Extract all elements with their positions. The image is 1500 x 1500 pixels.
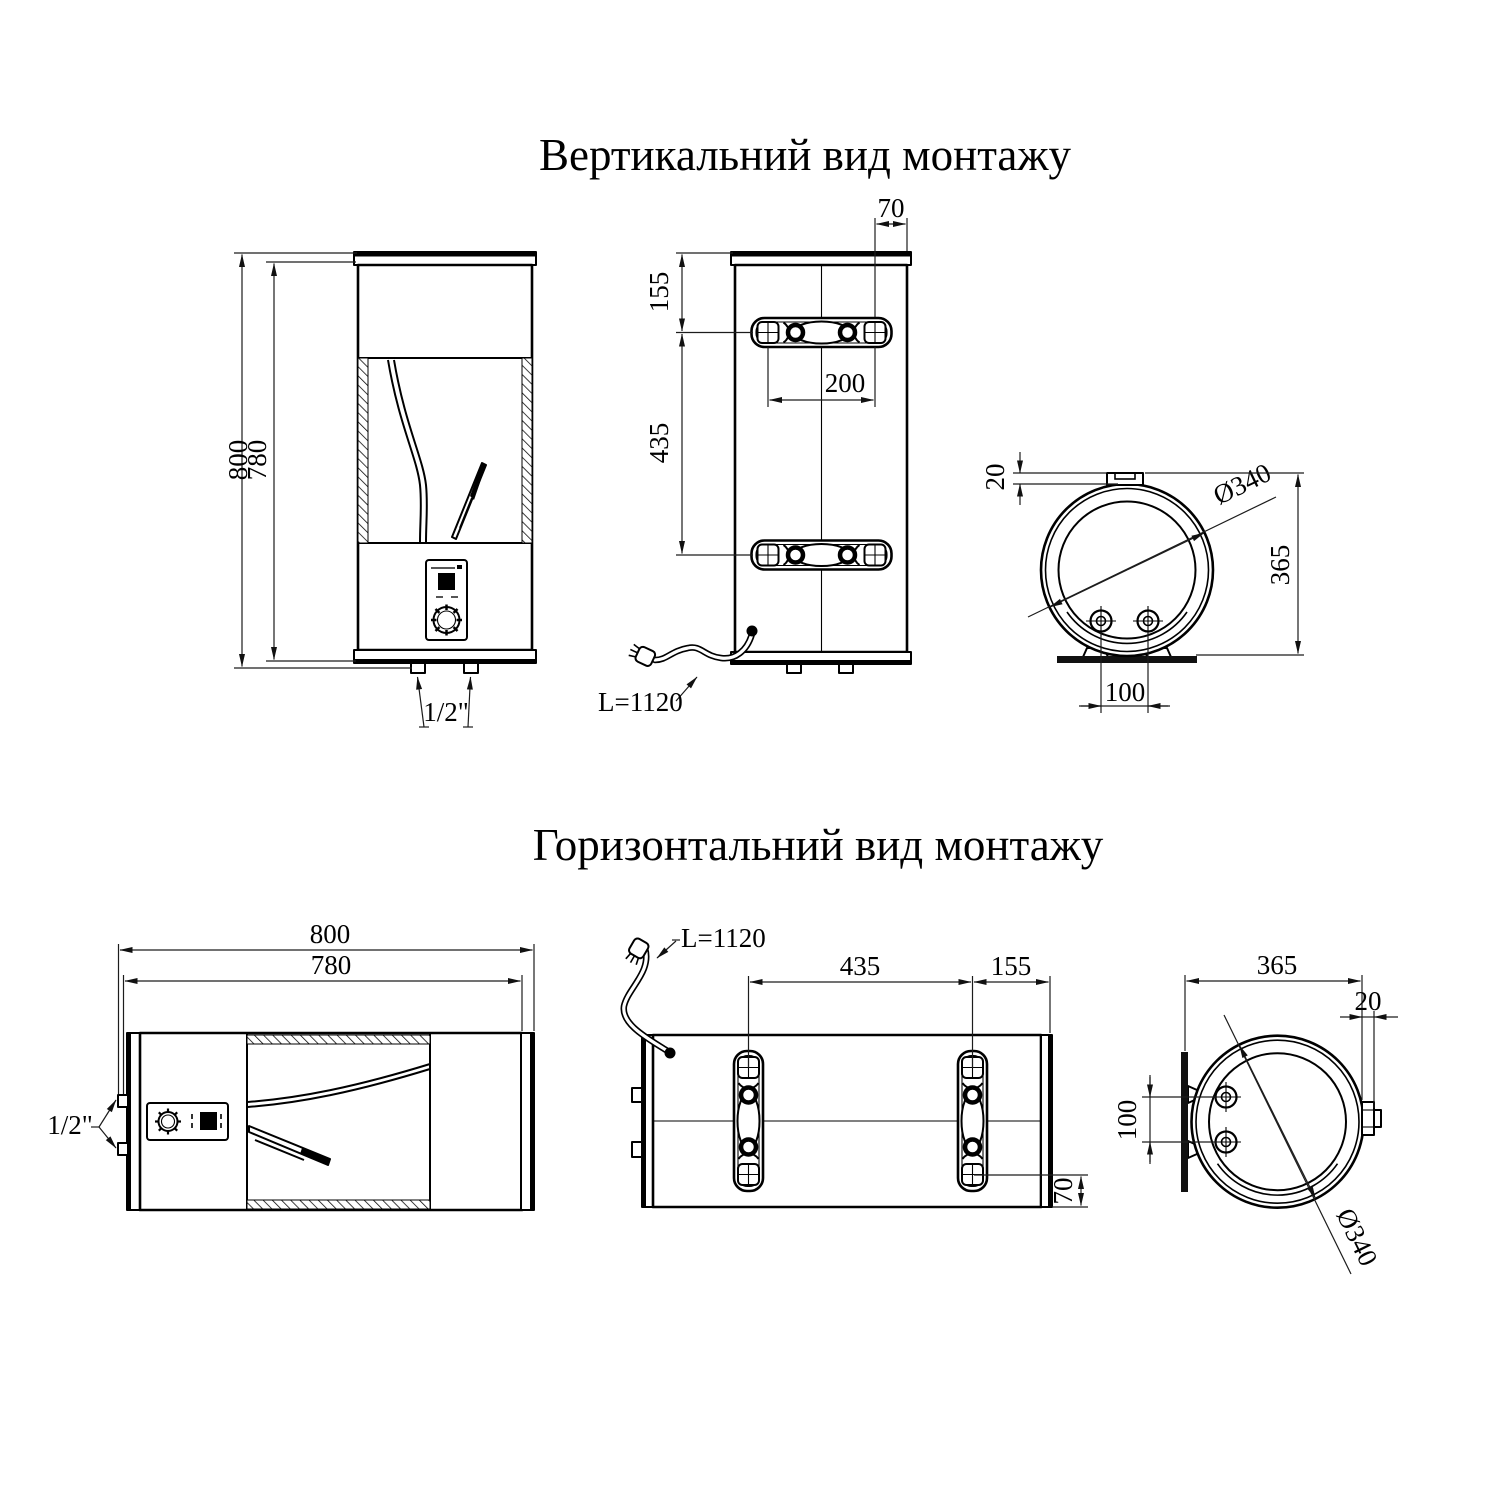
thermostat-knob <box>431 604 462 636</box>
thermostat-knob <box>155 1108 181 1135</box>
power-cable <box>620 936 676 1059</box>
inner-tube <box>387 359 428 543</box>
dim-20-stub: 20 <box>1340 986 1398 1108</box>
cutaway-hatch-right <box>521 357 533 544</box>
dim-label-70: 70 <box>1048 1178 1078 1205</box>
dim-label-365: 365 <box>1265 545 1295 586</box>
wall-plate <box>1181 1052 1188 1192</box>
control-panel <box>146 1102 229 1141</box>
horizontal-side-view: 365 20 100 Ø340 <box>1112 950 1398 1275</box>
cable-length-callout: L=1120 <box>598 676 698 717</box>
horizontal-front-view: 800 780 1/2" <box>47 919 535 1212</box>
cable-length-label: L=1120 <box>598 687 683 717</box>
display <box>438 573 455 590</box>
dim-label-70: 70 <box>878 193 905 223</box>
dim-label-435: 435 <box>840 951 881 981</box>
dim-70-offset: 70 <box>974 1174 1088 1208</box>
dim-label-20: 20 <box>980 464 1010 491</box>
tank-inner <box>1057 500 1197 640</box>
pipe-stub <box>786 663 802 674</box>
section-horizontal-mounting: Горизонтальний вид монтажу <box>47 820 1398 1275</box>
cutaway-hatch-bottom <box>246 1199 431 1210</box>
vertical-rear-view: 70 155 435 200 L=1120 <box>598 193 912 717</box>
section-vertical-mounting: Вертикальний вид монтажу <box>223 130 1304 728</box>
pipe-thread-label: 1/2" <box>423 697 469 727</box>
cutaway-hatch-left <box>357 357 369 544</box>
dim-label-800: 800 <box>310 919 351 949</box>
dim-365-depth: 365 <box>1184 950 1363 1100</box>
vertical-front-view: 800 780 1/2" <box>223 251 537 728</box>
pipe-stub <box>838 663 854 674</box>
dim-800-length: 800 <box>117 919 535 1094</box>
dim-70-edge: 70 <box>874 193 908 317</box>
dim-label-100: 100 <box>1112 1100 1142 1141</box>
pipe-thread-callout: 1/2" <box>47 1099 117 1149</box>
pipe-thread-label: 1/2" <box>47 1110 93 1140</box>
drain-stub-tip <box>1373 1109 1382 1128</box>
dim-label-780: 780 <box>242 440 272 481</box>
drain-stub <box>1361 1101 1375 1136</box>
heating-element <box>451 462 487 540</box>
control-panel <box>425 559 468 641</box>
dim-100-pipes: 100 <box>1112 1075 1216 1164</box>
tank-inner <box>1208 1052 1347 1192</box>
horizontal-rear-view: L=1120 435 155 70 <box>620 923 1088 1209</box>
dim-100-pipes: 100 <box>1079 632 1170 713</box>
cable-entry <box>746 625 758 637</box>
dim-label-200: 200 <box>825 368 866 398</box>
dim-155-edge: 155 <box>973 951 1051 1033</box>
dim-780-length: 780 <box>122 950 523 1094</box>
cable-length-label: L=1120 <box>681 923 766 953</box>
dim-label-780: 780 <box>311 950 352 980</box>
dim-label-800: 800 <box>223 440 253 481</box>
dim-155-top: 155 <box>644 252 753 334</box>
cable-length-callout: L=1120 <box>656 923 766 959</box>
pipe-stub-cold <box>410 662 426 674</box>
pipe-stub <box>117 1142 129 1156</box>
dim-365-depth: 365 <box>1145 472 1304 656</box>
inner-tube <box>247 1063 431 1108</box>
section-title-vertical: Вертикальний вид монтажу <box>539 130 1071 180</box>
dim-label-365: 365 <box>1257 950 1298 980</box>
wall-plate <box>1057 656 1197 663</box>
dim-780-height: 780 <box>242 261 356 662</box>
dim-200-holes: 200 <box>767 347 876 407</box>
section-title-horizontal: Горизонтальний вид монтажу <box>533 820 1104 870</box>
dim-label-155: 155 <box>991 951 1032 981</box>
dim-435-spacing: 435 <box>747 951 974 1068</box>
cutaway-hatch-top <box>246 1034 431 1045</box>
pipe-stub <box>631 1087 643 1103</box>
dim-800-height: 800 <box>223 252 412 669</box>
power-cable <box>625 625 758 669</box>
dim-label-435: 435 <box>644 423 674 464</box>
display <box>200 1112 217 1130</box>
dim-label-100: 100 <box>1105 677 1146 707</box>
pipe-stub <box>631 1141 643 1158</box>
dim-435-spacing: 435 <box>644 333 753 556</box>
pipe-thread-callout: 1/2" <box>416 676 473 728</box>
dim-label-diameter: Ø340 <box>1330 1204 1383 1271</box>
dim-label-155: 155 <box>644 272 674 313</box>
pipe-stub-hot <box>463 662 479 674</box>
pipe-stub <box>117 1094 129 1108</box>
dim-label-20: 20 <box>1355 986 1382 1016</box>
heating-element <box>248 1125 331 1166</box>
vertical-bottom-view: 20 Ø340 365 100 <box>980 452 1304 713</box>
cable-entry <box>664 1047 676 1059</box>
dim-20-offset: 20 <box>980 452 1118 505</box>
